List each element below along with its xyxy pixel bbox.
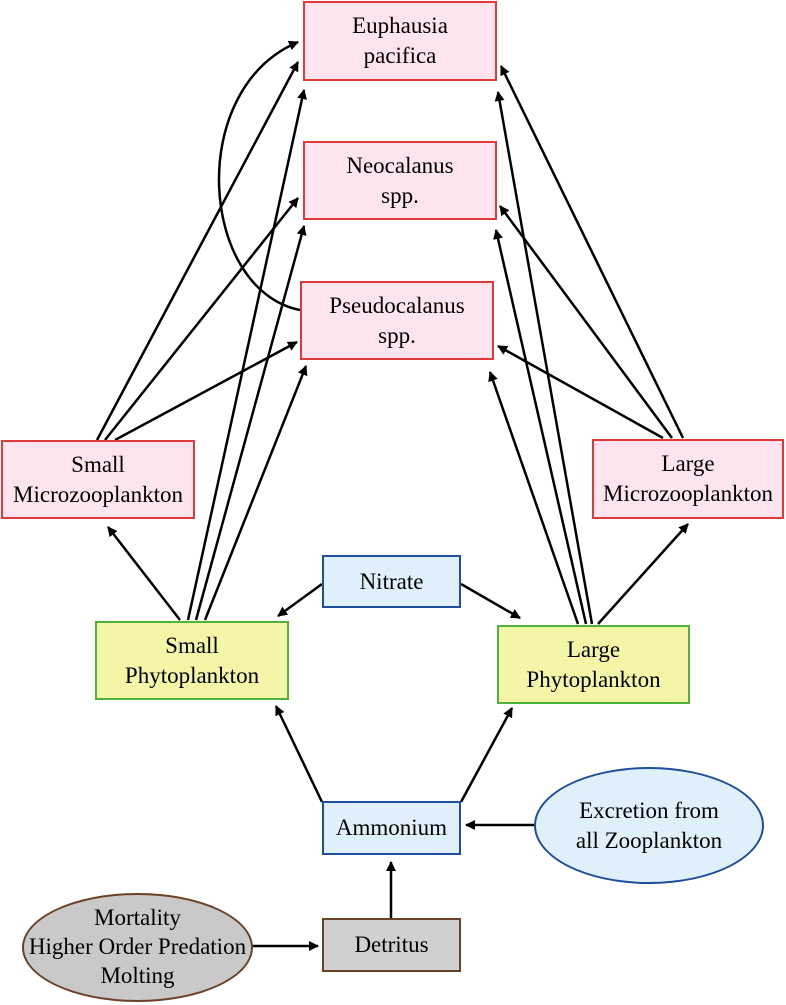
arrow-largephyto-neocalanus — [493, 229, 588, 625]
node-large-microzooplankton: Large Microzooplankton — [592, 439, 784, 519]
arrow-pseudocalanus-euphausia — [217, 40, 301, 312]
node-small-phytoplankton: Small Phytoplankton — [95, 621, 289, 700]
arrow-smallphyto-pseudocalanus — [203, 365, 308, 621]
node-ammonium: Ammonium — [322, 801, 461, 855]
arrow-largephyto-largemicro — [597, 523, 689, 625]
arrow-smallmicro-neocalanus — [104, 197, 299, 441]
arrow-smallphyto-neocalanus — [194, 225, 307, 621]
node-large-phytoplankton: Large Phytoplankton — [497, 625, 690, 704]
arrow-nitrate-smallphyto — [277, 582, 323, 618]
node-mortality: Mortality Higher Order Predation Molting — [22, 893, 253, 1002]
arrow-largephyto-euphausia — [494, 91, 594, 625]
arrow-smallmicro-euphausia — [95, 61, 300, 441]
node-detritus: Detritus — [322, 918, 461, 972]
node-pseudocalanus: Pseudocalanus spp. — [300, 281, 494, 360]
arrow-largephyto-pseudocalanus — [488, 371, 580, 625]
arrow-smallphyto-euphausia — [186, 89, 307, 621]
arrow-largemicro-euphausia — [499, 65, 685, 439]
arrow-ammonium-smallphyto — [274, 705, 324, 803]
node-excretion: Excretion from all Zooplankton — [534, 767, 764, 884]
arrow-smallphyto-smallmicro — [107, 526, 181, 621]
node-euphausia-pacifica: Euphausia pacifica — [303, 1, 497, 81]
arrow-largemicro-neocalanus — [498, 205, 674, 439]
arrow-nitrate-largephyto — [460, 582, 521, 620]
node-nitrate: Nitrate — [322, 555, 461, 608]
node-neocalanus: Neocalanus spp. — [303, 141, 497, 220]
node-small-microzooplankton: Small Microzooplankton — [1, 440, 195, 519]
arrow-ammonium-largephyto — [459, 707, 514, 803]
